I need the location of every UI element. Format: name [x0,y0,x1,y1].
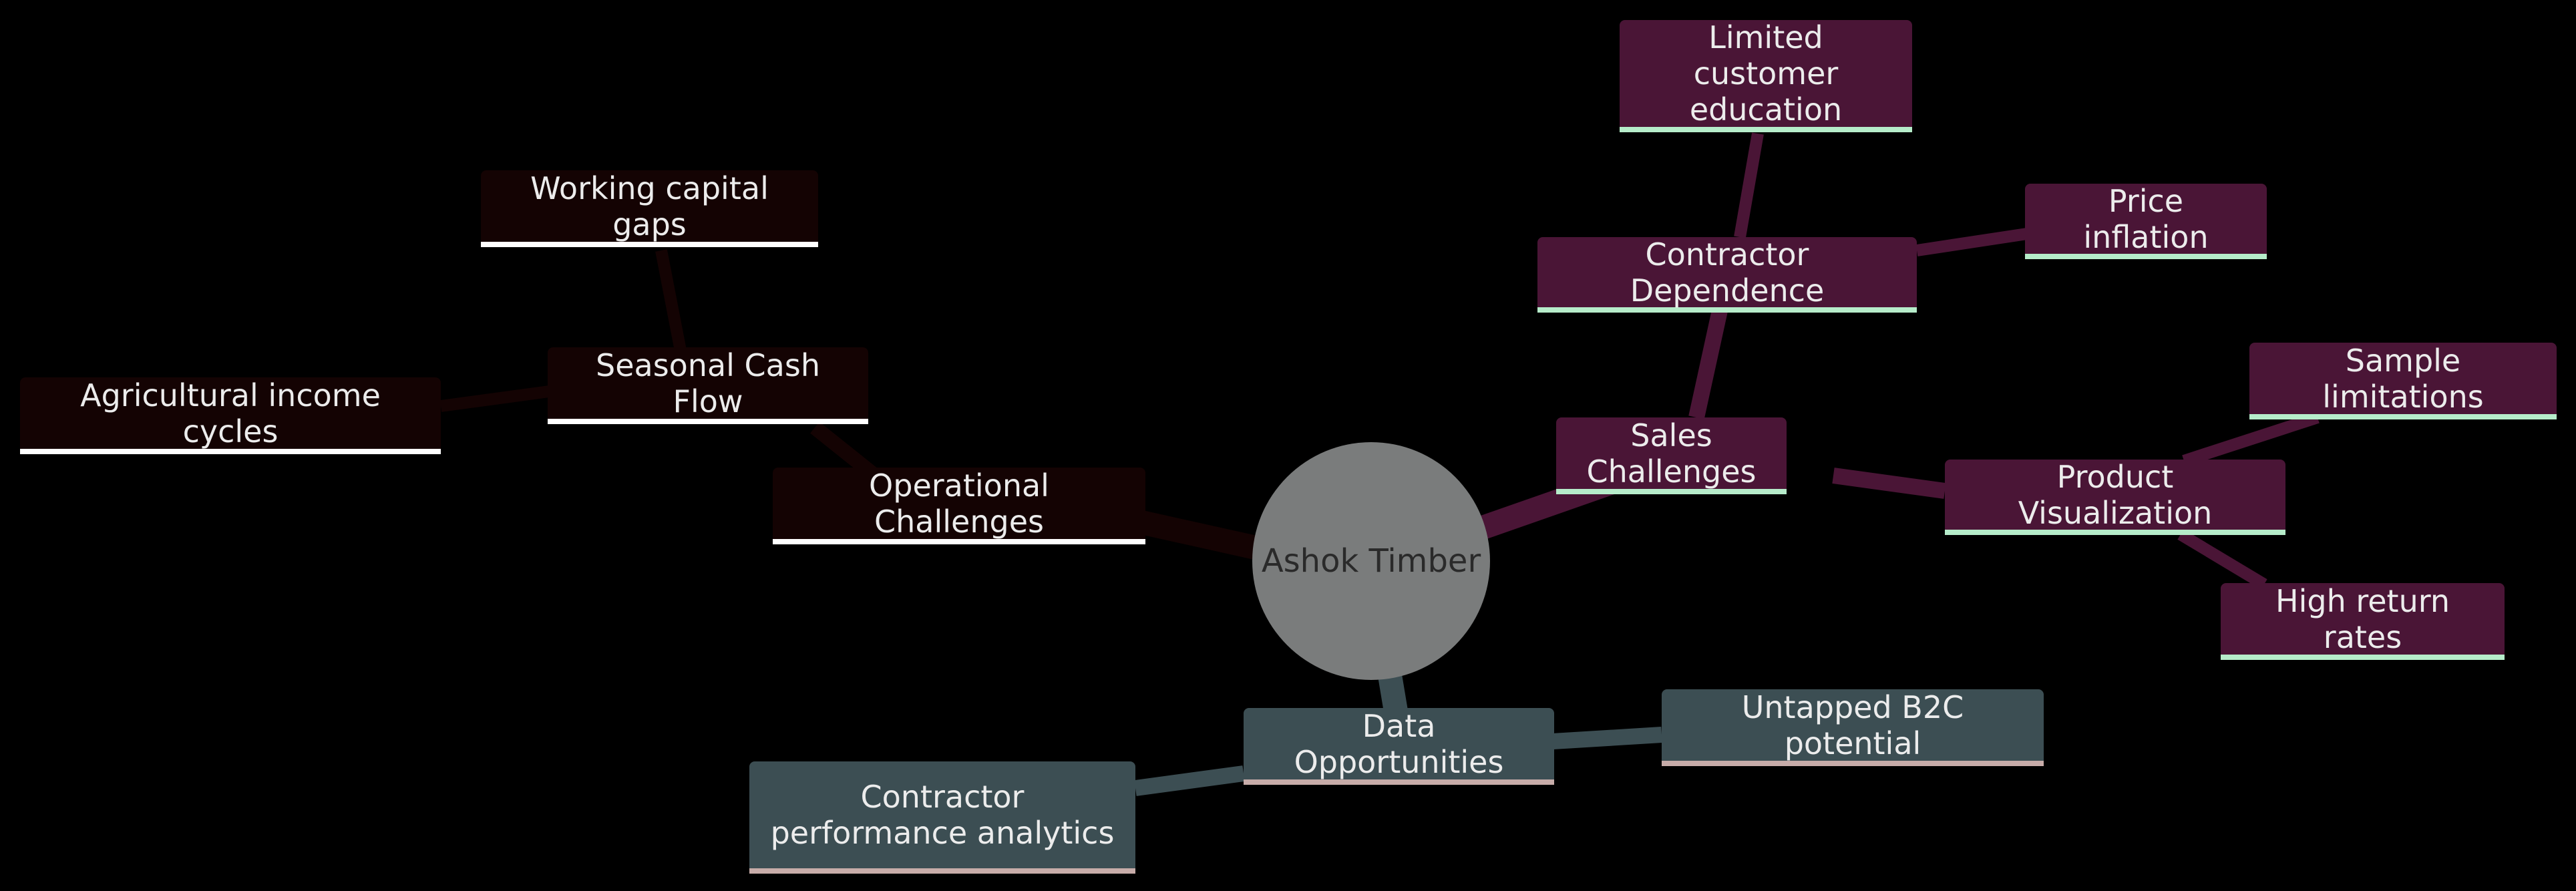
node-limited-customer-education-label: Limited customer education [1689,19,1843,128]
node-working-capital-gaps-label: Working capital gaps [530,170,769,242]
node-untapped-b2c-potential: Untapped B2C potential [1662,689,2044,766]
node-seasonal-cash-flow: Seasonal Cash Flow [548,347,868,424]
link-visualization-samples [2182,411,2320,467]
node-sales-challenges-label: Sales Challenges [1586,417,1757,490]
node-sample-limitations: Sample limitations [2249,343,2557,419]
node-high-return-rates: High return rates [2221,583,2505,660]
node-product-visualization: Product Visualization [1945,458,2285,535]
node-contractor-dependence-label: Contractor Dependence [1630,236,1825,309]
root-label: Ashok Timber [1261,542,1481,580]
node-contractor-performance-analytics: Contractor performance analytics [749,761,1135,874]
link-data-b2c [1552,727,1662,749]
node-data-opportunities: Data Opportunities [1244,708,1554,785]
node-seasonal-cash-flow-label: Seasonal Cash Flow [596,347,820,419]
node-high-return-rates-label: High return rates [2275,582,2450,655]
node-agricultural-income-cycles-label: Agricultural income cycles [80,377,381,450]
link-sales-visualization [1832,468,1946,499]
link-sales-contractor [1688,309,1728,419]
link-seasonal-working-capital [655,249,687,355]
node-price-inflation-label: Price inflation [2083,182,2209,255]
node-price-inflation: Price inflation [2025,182,2267,259]
root-node: Ashok Timber [1252,442,1490,680]
node-product-visualization-label: Product Visualization [2018,458,2213,531]
node-sample-limitations-label: Sample limitations [2322,342,2484,415]
node-agricultural-income-cycles: Agricultural income cycles [20,377,441,454]
link-seasonal-agri-income [439,385,556,412]
node-sales-challenges: Sales Challenges [1556,417,1787,494]
node-operational-challenges-label: Operational Challenges [869,467,1049,540]
link-root-operational [1133,509,1258,560]
link-contractor-price [1915,228,2028,256]
link-data-analytics [1134,765,1245,796]
link-contractor-education [1734,132,1764,238]
node-untapped-b2c-potential-label: Untapped B2C potential [1741,689,1964,761]
node-contractor-performance-analytics-label: Contractor performance analytics [770,779,1115,851]
link-visualization-returns [2177,529,2267,590]
node-working-capital-gaps: Working capital gaps [481,170,818,247]
node-operational-challenges: Operational Challenges [773,468,1145,544]
node-contractor-dependence: Contractor Dependence [1537,236,1917,313]
node-limited-customer-education: Limited customer education [1620,19,1912,132]
node-data-opportunities-label: Data Opportunities [1294,707,1504,780]
